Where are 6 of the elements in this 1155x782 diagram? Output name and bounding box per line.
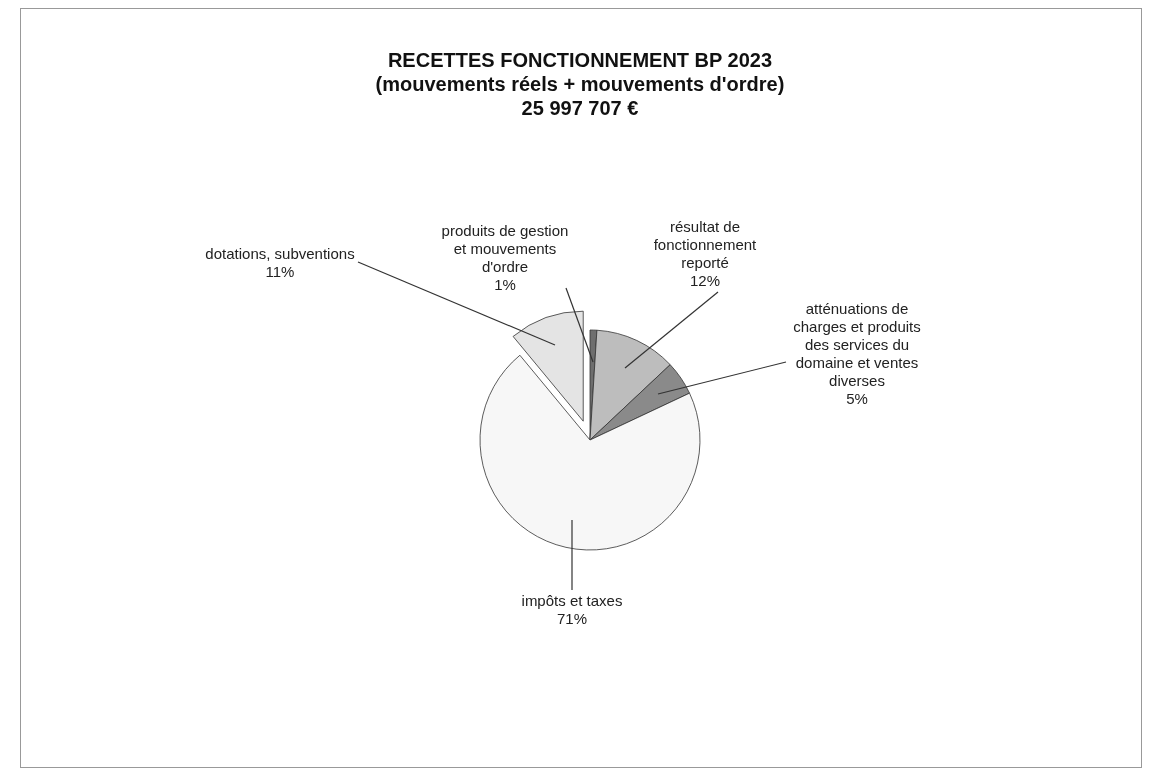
data-label: résultat de fonctionnement reporté 12% bbox=[652, 218, 758, 290]
chart-title: RECETTES FONCTIONNEMENT BP 2023 (mouvements réels + mouvements d'ordre) 25 997 707 € bbox=[374, 48, 786, 120]
data-label: dotations, subventions 11% bbox=[204, 245, 356, 281]
data-label: atténuations de charges et produits des services du domaine et ventes diverses 5% bbox=[792, 300, 922, 408]
data-label: produits de gestion et mouvements d'ordre 1% bbox=[440, 222, 570, 294]
data-label: impôts et taxes 71% bbox=[520, 592, 624, 628]
